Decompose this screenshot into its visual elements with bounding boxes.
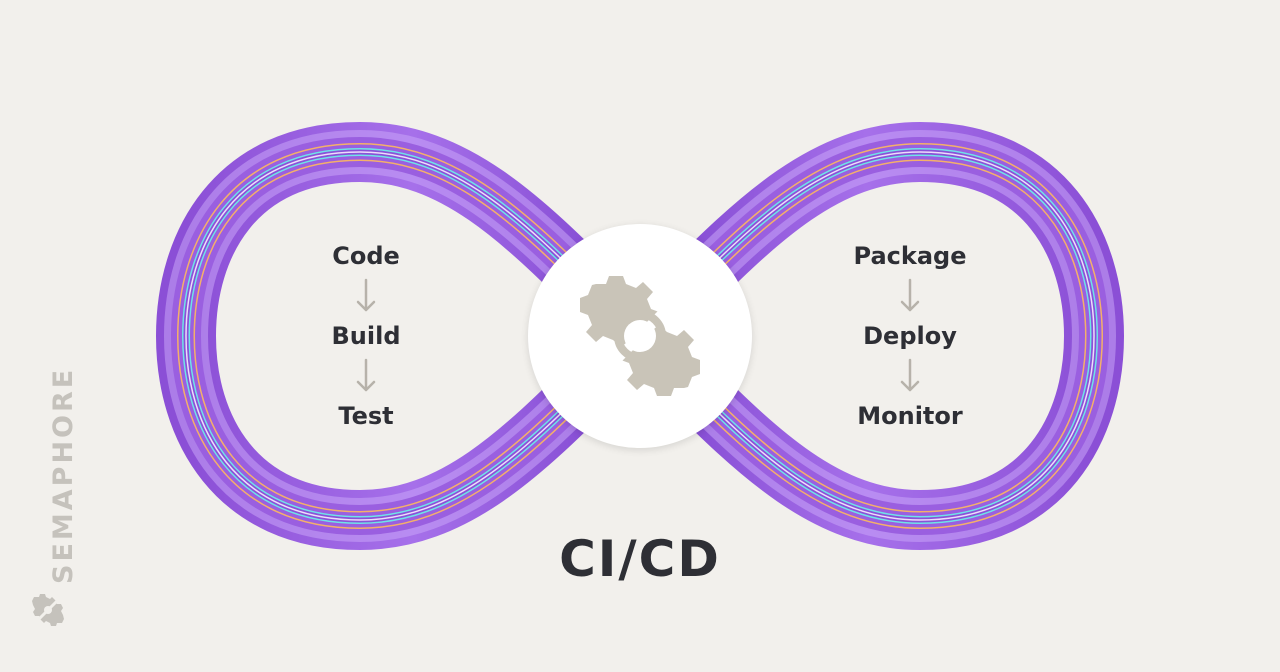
arrow-down-icon (354, 274, 378, 318)
stage-deploy: Deploy (863, 322, 957, 350)
diagram-title: CI/CD (559, 530, 721, 588)
stage-test: Test (338, 402, 394, 430)
stage-monitor: Monitor (857, 402, 963, 430)
cd-stage-list: Package Deploy Monitor (790, 238, 1030, 434)
ci-stage-list: Code Build Test (246, 238, 486, 434)
semaphore-logo-icon (32, 594, 64, 626)
stage-package: Package (853, 242, 967, 270)
hub-circle (528, 224, 752, 448)
gear-icon (580, 276, 700, 396)
arrow-down-icon (898, 274, 922, 318)
arrow-down-icon (898, 354, 922, 398)
stage-build: Build (331, 322, 401, 350)
stage-code: Code (332, 242, 400, 270)
brand-mark: SEMAPHORE (20, 352, 79, 632)
arrow-down-icon (354, 354, 378, 398)
brand-name: SEMAPHORE (48, 366, 79, 584)
